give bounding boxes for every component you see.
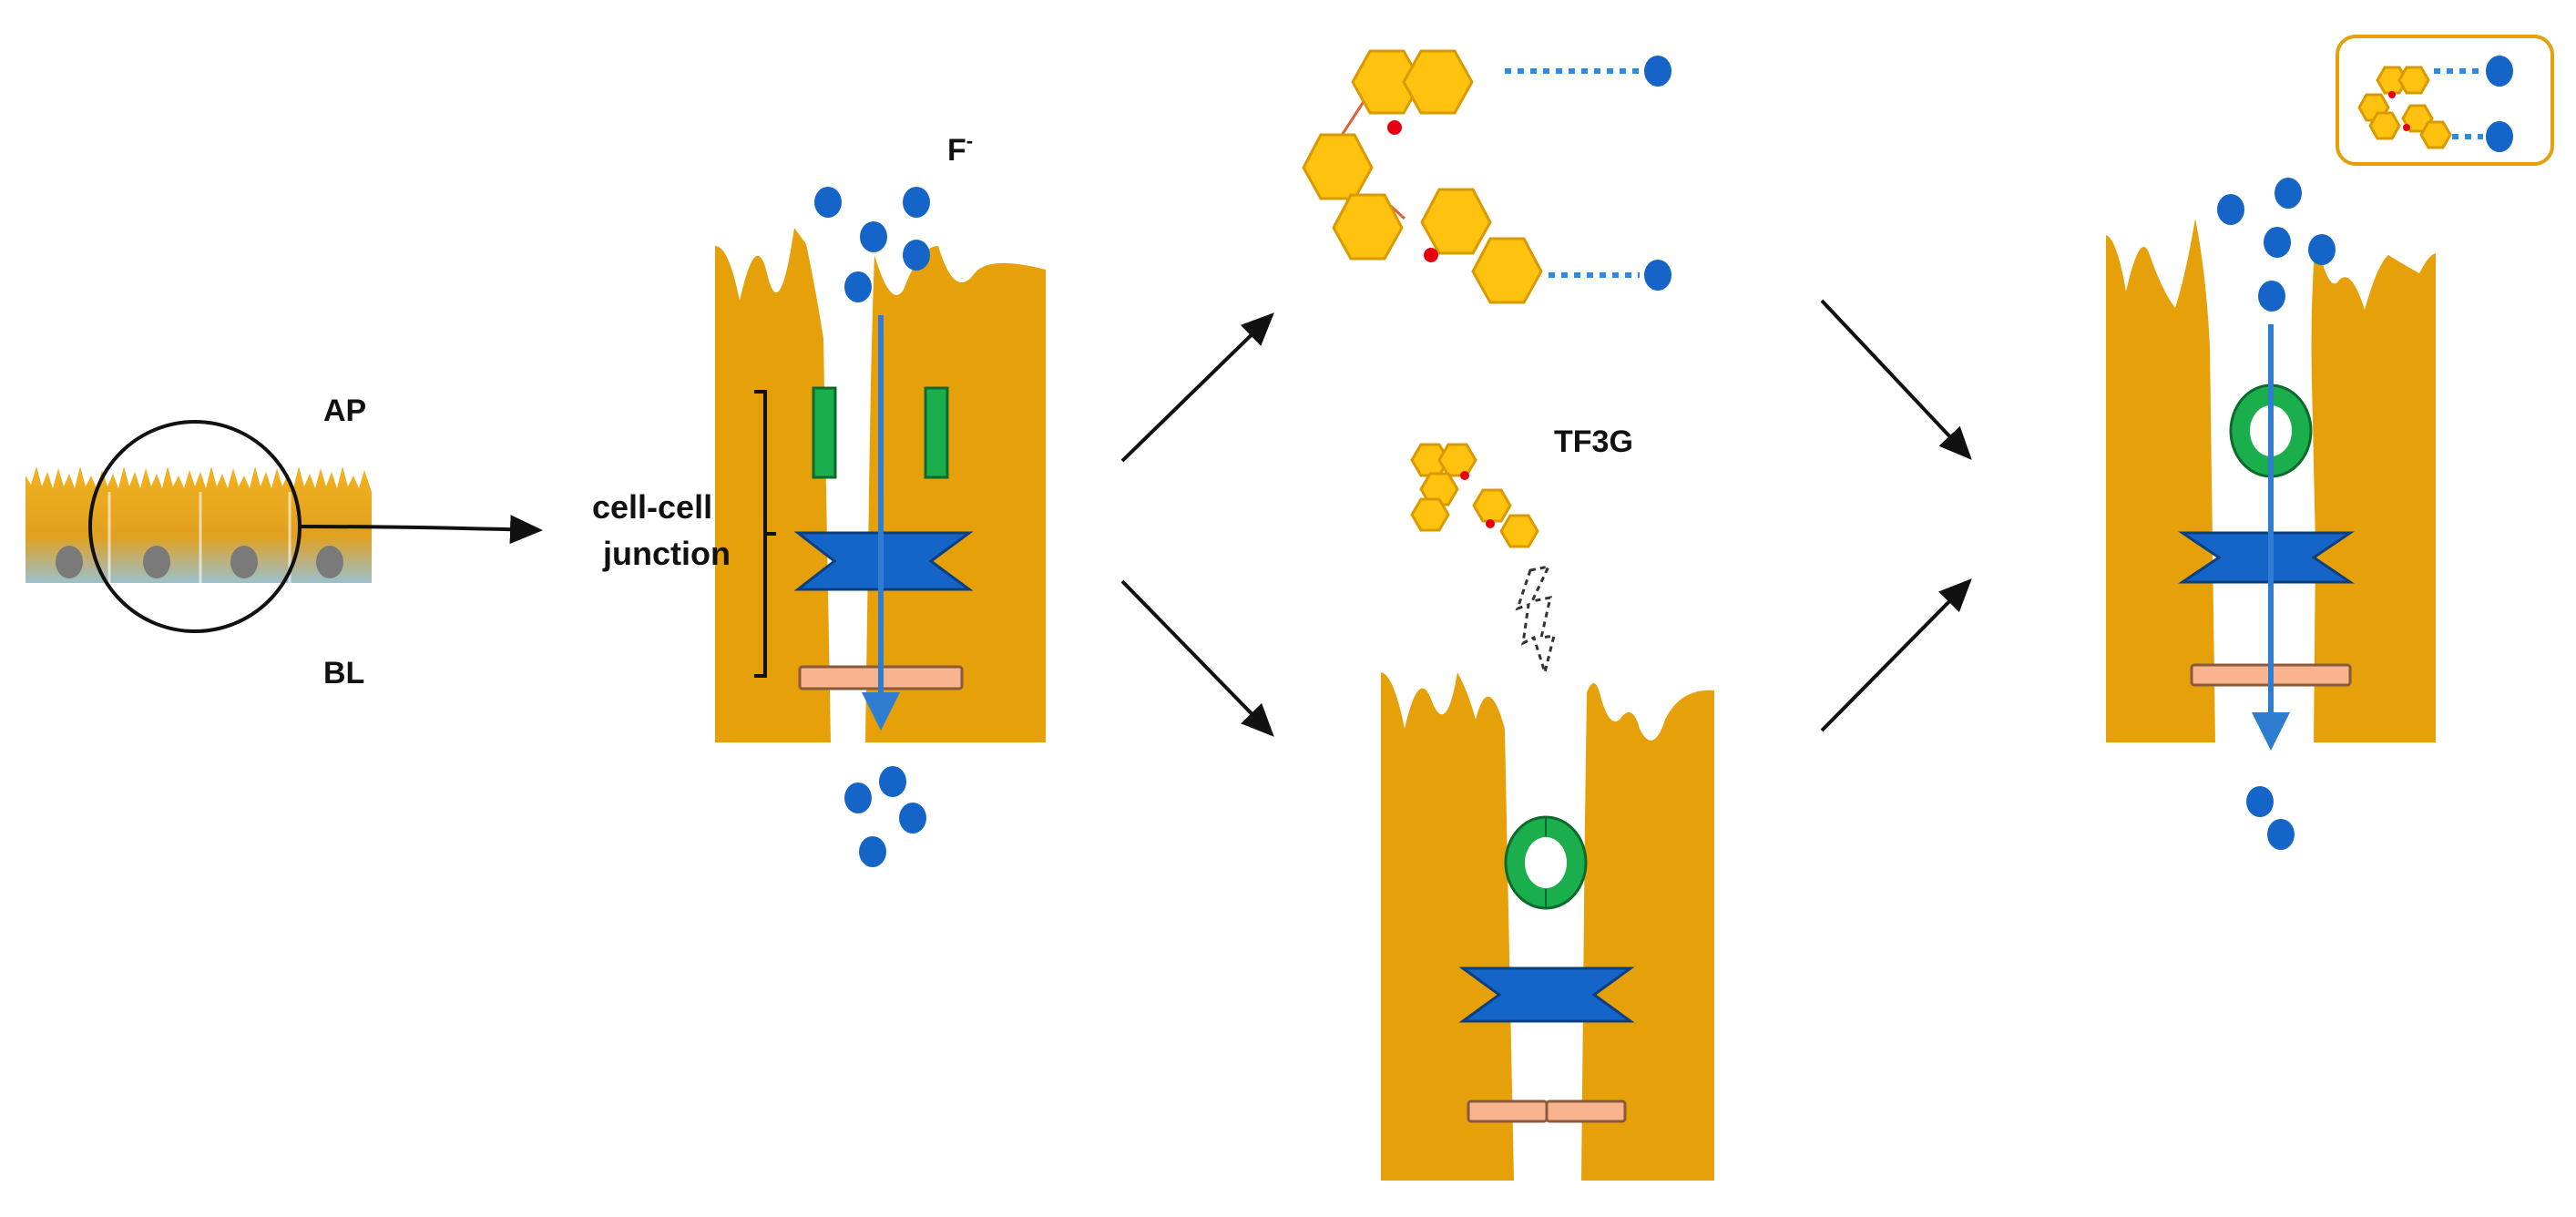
intact-junction-panel: cell-cell junction F- <box>592 129 1046 867</box>
zoom-arrow <box>299 515 543 545</box>
basolateral-label: BL <box>323 656 364 690</box>
adherens-junction-result <box>2178 531 2355 584</box>
tf3g-treated-panel: TF3G <box>1381 424 1714 1181</box>
inset-complex <box>2357 56 2513 152</box>
junction-label-line1: cell-cell <box>592 488 712 526</box>
fluoride-ions-top-result <box>2217 178 2336 312</box>
arrow-complex-to-result <box>1820 299 1972 460</box>
bound-fluoride-ion <box>1644 56 1671 87</box>
left-cell <box>715 228 831 742</box>
tf3g-molecule <box>1410 443 1539 548</box>
tf3g-ring <box>1351 49 1423 115</box>
desmosome-right <box>1545 1099 1627 1123</box>
desmosome-left <box>1467 1099 1549 1123</box>
fluoride-ions-bottom-result <box>2246 786 2295 850</box>
lightning-icon <box>1515 564 1556 678</box>
epithelium-overview: AP BL <box>26 394 543 690</box>
tight-junction-left <box>812 386 837 479</box>
adherens-junction-treated <box>1458 966 1635 1023</box>
arrow-treated-to-result <box>1820 578 1972 732</box>
fluoride-label: F- <box>947 129 973 168</box>
apical-label: AP <box>323 394 366 428</box>
combined-result-panel <box>2106 35 2554 850</box>
fluoride-ions-top <box>814 187 930 302</box>
tf3g-label: TF3G <box>1554 424 1633 459</box>
tf3g-fluoride-complex <box>1302 49 1671 304</box>
junction-label-line2: junction <box>602 535 731 572</box>
epithelial-cell-layer <box>26 466 372 583</box>
fluoride-ions-bottom <box>844 766 926 867</box>
tight-junction-right <box>924 386 949 479</box>
arrow-to-treated-junction <box>1120 579 1274 737</box>
arrow-to-bound-complex <box>1120 312 1274 463</box>
